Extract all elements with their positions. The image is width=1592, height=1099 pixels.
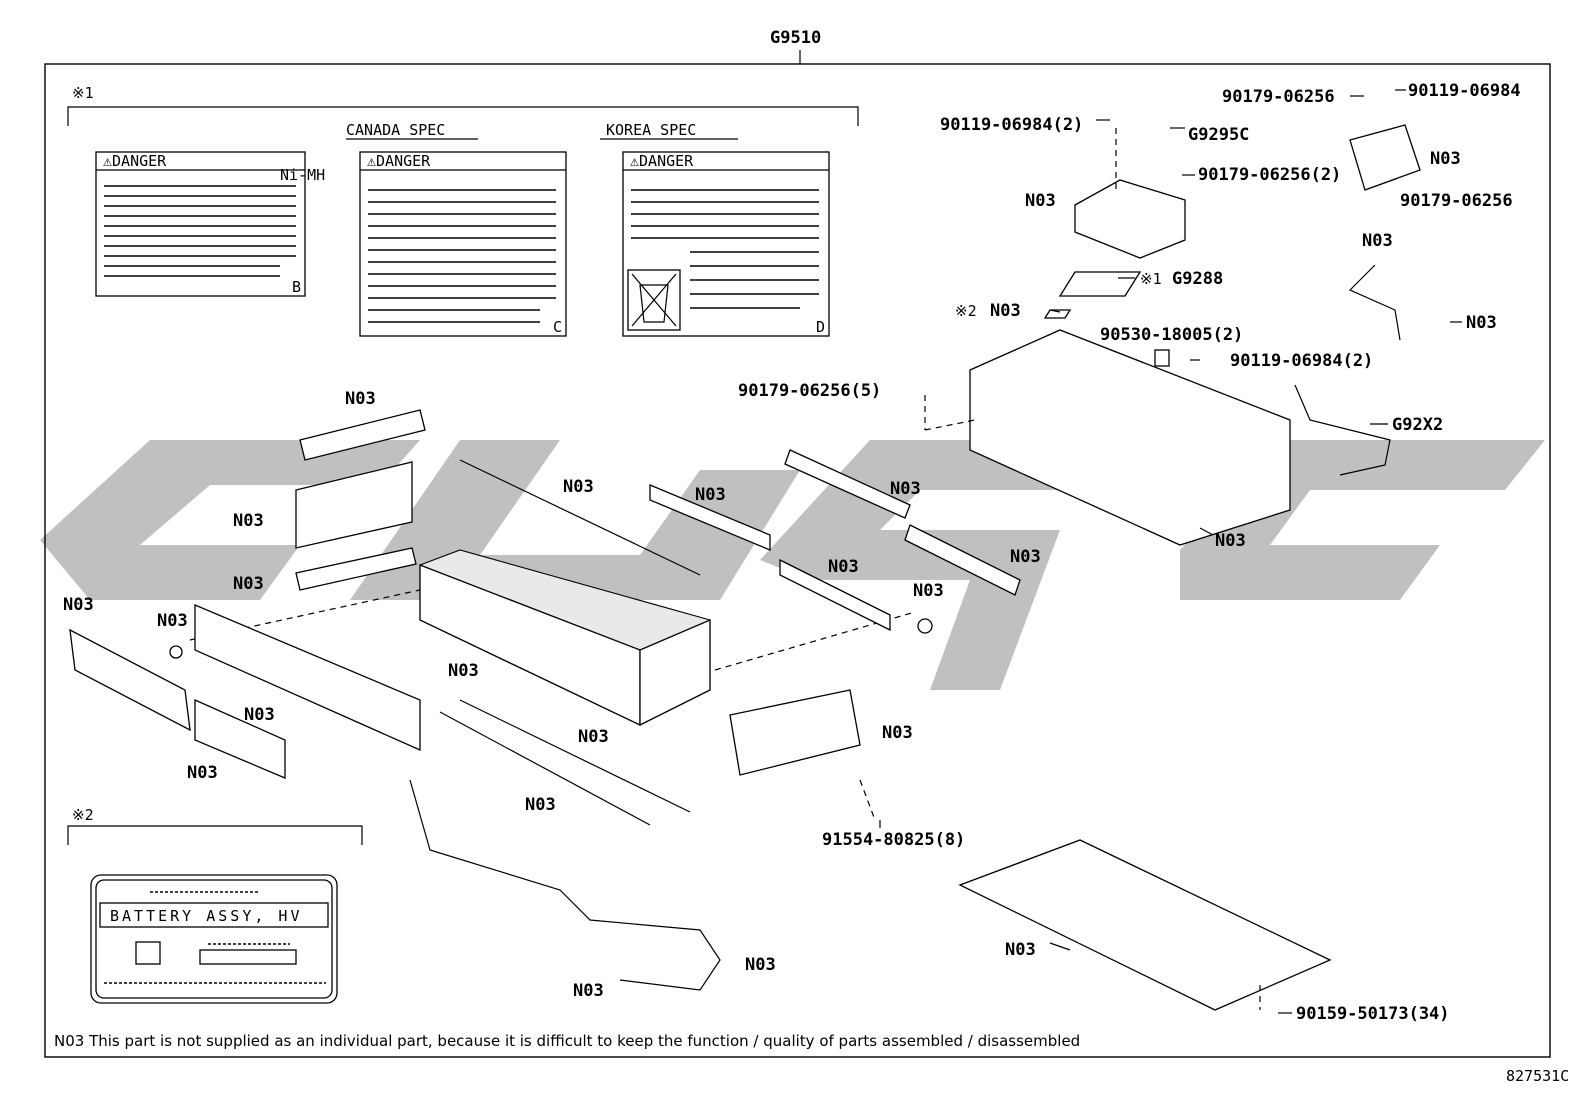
callout-90179-06256-2: 90179-06256(2) <box>1198 165 1341 185</box>
danger-text: ⚠DANGER <box>630 152 694 170</box>
nimh-text: Ni-MH <box>280 166 325 184</box>
rod-upper <box>459 459 701 576</box>
warning-label-korea: ⚠DANGER D <box>622 151 830 337</box>
callout-n03-plate-upper: N03 <box>233 511 264 531</box>
callout-n03-bracket-middle: N03 <box>233 574 264 594</box>
callout-n03-nut: N03 <box>1466 313 1497 333</box>
terminal-bar-1 <box>649 484 771 551</box>
callout-90119-06984-2-top: 90119-06984(2) <box>940 115 1083 135</box>
insulator-sheet <box>1058 271 1142 297</box>
callout-note2-marker: ※2 <box>955 302 977 320</box>
callout-90530-18005-2: 90530-18005(2) <box>1100 325 1243 345</box>
callout-n03-harness-right: N03 <box>745 955 776 975</box>
battery-case <box>969 329 1291 546</box>
callout-90119-06984-top: 90119-06984 <box>1408 81 1521 101</box>
callout-n03-sensor: N03 <box>1362 231 1393 251</box>
label-letter-b: B <box>292 278 301 296</box>
nut-right <box>917 618 933 634</box>
label-letter-c: C <box>553 318 562 336</box>
plate-upper <box>295 461 413 549</box>
callout-90119-06984-2-case: 90119-06984(2) <box>1230 351 1373 371</box>
callout-labels: 90119-06984(2) G9295C 90179-06256(2) N03… <box>63 81 1521 1024</box>
callout-n03-case: N03 <box>1215 531 1246 551</box>
side-cover-left <box>69 628 191 732</box>
clip-90530 <box>1154 349 1170 367</box>
callout-n03-terminal-2: N03 <box>828 557 859 577</box>
note2-marker: ※2 <box>72 806 94 824</box>
callout-g92x2: G92X2 <box>1392 415 1443 435</box>
figure-id: 827531C <box>1506 1067 1569 1085</box>
callout-90179-06256-right: 90179-06256 <box>1400 191 1513 211</box>
callout-n03-side-small: N03 <box>187 763 218 783</box>
callout-n03-nut-left: N03 <box>157 611 188 631</box>
callout-note1-marker: ※1 <box>1140 270 1162 288</box>
warning-label-standard: ⚠DANGER Ni-MH B <box>95 151 325 297</box>
label-letter-d: D <box>816 318 825 336</box>
bus-bar-module <box>194 604 421 752</box>
rod-lower-2 <box>439 711 651 826</box>
terminal-bar-2 <box>779 558 891 632</box>
callout-n03-stack: N03 <box>448 661 479 681</box>
battery-module-stack <box>419 549 711 727</box>
callout-n03-bus-bar: N03 <box>244 705 275 725</box>
cover-top <box>1074 179 1186 259</box>
small-pad <box>1043 309 1072 319</box>
callout-n03-terminal-1: N03 <box>695 485 726 505</box>
callout-91554-80825-8: 91554-80825(8) <box>822 830 965 850</box>
relay-bracket <box>1349 124 1421 191</box>
harness-g92x2 <box>1294 384 1391 476</box>
callout-n03-rail-2: N03 <box>1010 547 1041 567</box>
side-cover-small <box>194 698 286 779</box>
rail-2 <box>904 524 1021 596</box>
callout-g9288: G9288 <box>1172 269 1223 289</box>
callout-n03-relay: N03 <box>1430 149 1461 169</box>
callout-n03-harness-mid: N03 <box>525 795 556 815</box>
rod-lower <box>459 699 691 813</box>
recycle-bin-icon <box>627 269 681 331</box>
nut-left <box>169 645 183 659</box>
callout-n03-nut-right: N03 <box>913 581 944 601</box>
battery-plate: BATTERY ASSY, HV <box>90 874 338 1004</box>
warning-label-canada: ⚠DANGER C <box>359 151 567 337</box>
footnote: N03 This part is not supplied as an indi… <box>54 1032 1080 1050</box>
danger-text: ⚠DANGER <box>367 152 431 170</box>
sensor-harness <box>1348 264 1401 341</box>
bracket-top <box>299 409 426 461</box>
callout-n03-lower-bracket: N03 <box>882 723 913 743</box>
harness-lower <box>409 779 721 991</box>
callout-g9295c: G9295C <box>1188 125 1249 145</box>
callout-lines <box>859 89 1462 1014</box>
rail-1 <box>784 449 911 519</box>
callout-n03-cover: N03 <box>1025 191 1056 211</box>
plate-text: BATTERY ASSY, HV <box>110 907 303 925</box>
canada-spec-heading: CANADA SPEC <box>346 121 445 139</box>
callout-90159-50173-34: 90159-50173(34) <box>1296 1004 1450 1024</box>
callout-90179-06256-5: 90179-06256(5) <box>738 381 881 401</box>
callout-n03-tray: N03 <box>1005 940 1036 960</box>
callout-n03-rod-upper: N03 <box>563 477 594 497</box>
danger-text: ⚠DANGER <box>103 152 167 170</box>
assembly-code: G9510 <box>770 28 821 48</box>
callout-n03-rod-lower: N03 <box>578 727 609 747</box>
diagram-frame <box>44 63 1551 1058</box>
callout-n03-bracket-top: N03 <box>345 389 376 409</box>
callout-n03-harness-left: N03 <box>573 981 604 1001</box>
lower-tray <box>958 839 1332 1011</box>
bracket-middle <box>295 547 417 591</box>
callout-n03-pad: N03 <box>990 301 1021 321</box>
korea-spec-heading: KOREA SPEC <box>606 121 696 139</box>
note1-marker: ※1 <box>72 84 94 102</box>
lower-bracket <box>729 689 861 776</box>
callout-n03-side-cover: N03 <box>63 595 94 615</box>
callout-90179-06256-top: 90179-06256 <box>1222 87 1335 107</box>
callout-n03-rail-1: N03 <box>890 479 921 499</box>
